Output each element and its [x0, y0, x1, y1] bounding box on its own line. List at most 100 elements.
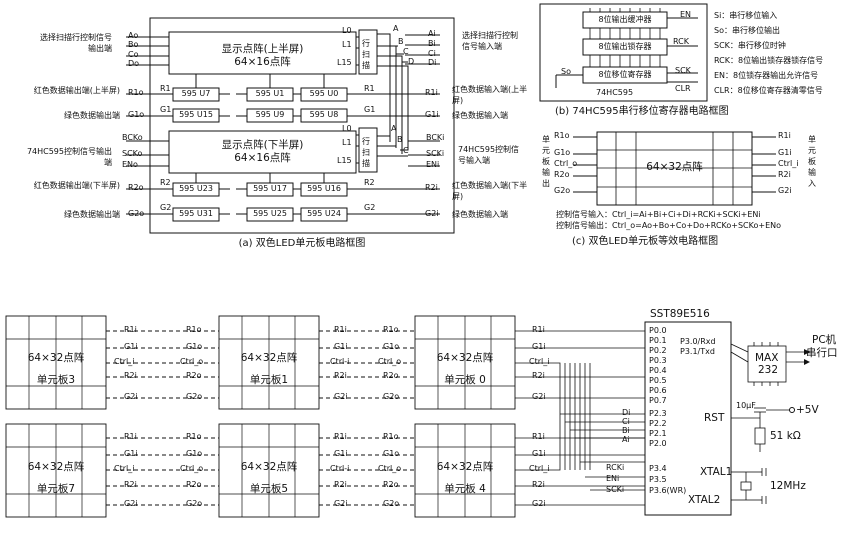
pin-r2i-b5: R2i: [334, 480, 347, 489]
p04-label: P0.4: [649, 366, 667, 375]
pin-g1i-b4: G1i: [532, 449, 546, 458]
l15-label: L15: [337, 58, 352, 67]
pin-r1o-b0: R1o: [383, 325, 399, 334]
cap-label: 10μF: [736, 401, 756, 410]
pin-r1o-b4: R1o: [383, 432, 399, 441]
bcko-label: BCKo: [122, 133, 143, 142]
pin-ctrl-i-b3: Ctrl_i: [114, 357, 135, 366]
r1i-label: R1i: [425, 88, 438, 97]
pin-g2i-b4: G2i: [532, 499, 546, 508]
p07-label: P0.7: [649, 396, 667, 405]
red-out-up-label: 红色数据输出端(上半屏): [33, 86, 120, 95]
so-label: So: [561, 67, 571, 76]
board0-matrix: 64×32点阵: [436, 352, 494, 364]
resistor-label: 51 kΩ: [770, 430, 801, 442]
pin-ctrl-i-b7: Ctrl_i: [114, 464, 135, 473]
legend-si: Si：串行移位输入: [714, 11, 778, 20]
pin-g1i-b5: G1i: [334, 449, 348, 458]
board1-label: 单元板1: [249, 374, 289, 386]
pin-ctrl-i-b4: Ctrl_i: [529, 464, 550, 473]
board-output-label: 单元板输出: [542, 135, 550, 188]
r1-right-label: R1: [364, 84, 375, 93]
l1-lower-label: L1: [342, 138, 352, 147]
red-in-up-label: 红色数据输入端(上半屏): [452, 85, 528, 105]
ci-label: Ci: [428, 49, 436, 58]
p21-label: P2.1: [649, 429, 667, 438]
pin-g1i-b0: G1i: [532, 342, 546, 351]
pin-r2i-b7: R2i: [124, 480, 137, 489]
c-label: C: [403, 47, 409, 56]
p03-label: P0.3: [649, 356, 667, 365]
pin-g2i-b0: G2i: [532, 392, 546, 401]
l1-label: L1: [342, 40, 352, 49]
chip-u0: 595 U0: [309, 89, 339, 98]
do-label: Do: [128, 59, 140, 68]
pin-r1i-b7: R1i: [124, 432, 137, 441]
display-lower-box: [168, 130, 357, 174]
pin-r2i-b4: R2i: [532, 480, 545, 489]
c-r1o: R1o: [554, 131, 570, 140]
pin-r2o-b5: R2o: [186, 480, 202, 489]
pin-r2i-b1: R2i: [334, 371, 347, 380]
chip-u7: 595 U7: [181, 89, 211, 98]
caption-c: (c) 双色LED单元板等效电路框图: [572, 236, 719, 247]
clr-label: CLR: [675, 84, 691, 93]
shift-label: 8位移位寄存器: [598, 70, 652, 79]
board3-matrix: 64×32点阵: [27, 352, 85, 364]
r2-right-label: R2: [364, 178, 375, 187]
l0-lower-label: L0: [342, 124, 352, 133]
board7-matrix: 64×32点阵: [27, 461, 85, 473]
panel-c-frame: [596, 131, 753, 206]
g1o-label: G1o: [128, 110, 145, 119]
pin-g1o-b5: G1o: [186, 449, 203, 458]
display-upper-size: 64×16点阵: [234, 56, 291, 68]
c-r2i: R2i: [778, 170, 791, 179]
bo-label: Bo: [128, 40, 139, 49]
scan-input-label: 选择扫描行控制信号输入端: [462, 31, 518, 51]
c-ctrl-o: Ctrl_o: [554, 159, 578, 168]
pin-g2i-b1: G2i: [334, 392, 348, 401]
board4-matrix: 64×32点阵: [436, 461, 494, 473]
ci-signal: Ci: [622, 417, 630, 426]
eni-signal: ENi: [606, 474, 620, 483]
serial-port-label: 串行口: [806, 347, 838, 359]
pin-r2i-b3: R2i: [124, 371, 137, 380]
pin-g2o-b4: G2o: [383, 499, 400, 508]
p06-label: P0.6: [649, 386, 667, 395]
sck-label: SCK: [675, 66, 691, 75]
mcu-name: SST89E516: [650, 308, 710, 320]
red-in-dn-label: 红色数据输入端(下半屏): [452, 181, 528, 201]
pin-g2i-b3: G2i: [124, 392, 138, 401]
p34-label: P3.4: [649, 464, 667, 473]
pin-g1i-b7: G1i: [124, 449, 138, 458]
legend-so: So：串行移位输出: [714, 26, 780, 35]
pin-g2o-b0: G2o: [383, 392, 400, 401]
chip-u9: 595 U9: [255, 110, 285, 119]
bi-signal: Bi: [622, 426, 630, 435]
pin-ctrl-o-b0: Ctrl_o: [378, 357, 402, 366]
ai-label: Ai: [428, 29, 436, 38]
g2i-label: G2i: [425, 209, 439, 218]
green-out-2-label: 绿色数据输出端: [64, 210, 120, 219]
pin-ctrl-o-b1: Ctrl_o: [180, 357, 204, 366]
p00-label: P0.0: [649, 326, 667, 335]
g1-right-label: G1: [364, 105, 376, 114]
p36-label: P3.6(WR): [649, 486, 687, 495]
pin-r2i-b0: R2i: [532, 371, 545, 380]
ctrl-output-equation: 控制信号输出：Ctrl_o=Ao+Bo+Co+Do+RCKo+SCKo+ENo: [556, 221, 782, 230]
xtal1-label: XTAL1: [700, 466, 733, 478]
latch-label: 8位输出锁存器: [598, 42, 652, 51]
ctrl-input-equation: 控制信号输入：Ctrl_i=Ai+Bi+Ci+Di+RCKi+SCKi+ENi: [556, 210, 761, 219]
board7-label: 单元板7: [36, 483, 76, 495]
caption-a: (a) 双色LED单元板电路框图: [238, 238, 366, 249]
eni-label: ENi: [426, 160, 440, 169]
pin-g2o-b1: G2o: [186, 392, 203, 401]
xtal2-label: XTAL2: [688, 494, 721, 506]
ai-signal: Ai: [622, 435, 630, 444]
chip-u24: 595 U24: [307, 209, 341, 218]
board0-label: 单元板 0: [444, 374, 486, 386]
display-lower-size: 64×16点阵: [234, 152, 291, 164]
chip-u25: 595 U25: [253, 209, 287, 218]
pin-r2o-b0: R2o: [383, 371, 399, 380]
